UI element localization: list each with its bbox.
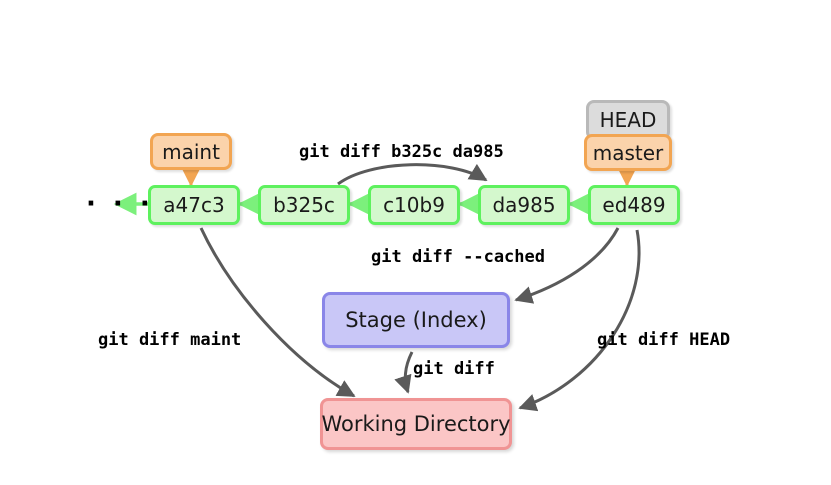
commit-da985[interactable]: da985: [478, 185, 570, 225]
commit-b325c[interactable]: b325c: [258, 185, 350, 225]
label-git-diff-plain: git diff: [413, 359, 495, 379]
label-git-diff-range: git diff b325c da985: [299, 142, 504, 162]
ref-maint[interactable]: maint: [150, 133, 232, 170]
label-git-diff-maint: git diff maint: [98, 330, 242, 350]
ref-head[interactable]: HEAD: [586, 100, 670, 140]
ref-master[interactable]: master: [584, 134, 672, 171]
commit-a47c3[interactable]: a47c3: [148, 185, 240, 225]
commit-ed489[interactable]: ed489: [588, 185, 680, 225]
label-git-diff-head: git diff HEAD: [597, 330, 731, 350]
arrow-plain-stage-to-working: [394, 351, 414, 394]
arrow-range-b325c-to-da985: [337, 163, 488, 186]
branch-pointer-arrows: [182, 168, 636, 187]
working-directory-box[interactable]: Working Directory: [320, 398, 512, 450]
stage-index-box[interactable]: Stage (Index): [322, 292, 510, 348]
ellipsis-older-commits: · · ·: [86, 189, 154, 219]
commit-c10b9[interactable]: c10b9: [368, 185, 460, 225]
label-git-diff-cached: git diff --cached: [371, 247, 545, 267]
